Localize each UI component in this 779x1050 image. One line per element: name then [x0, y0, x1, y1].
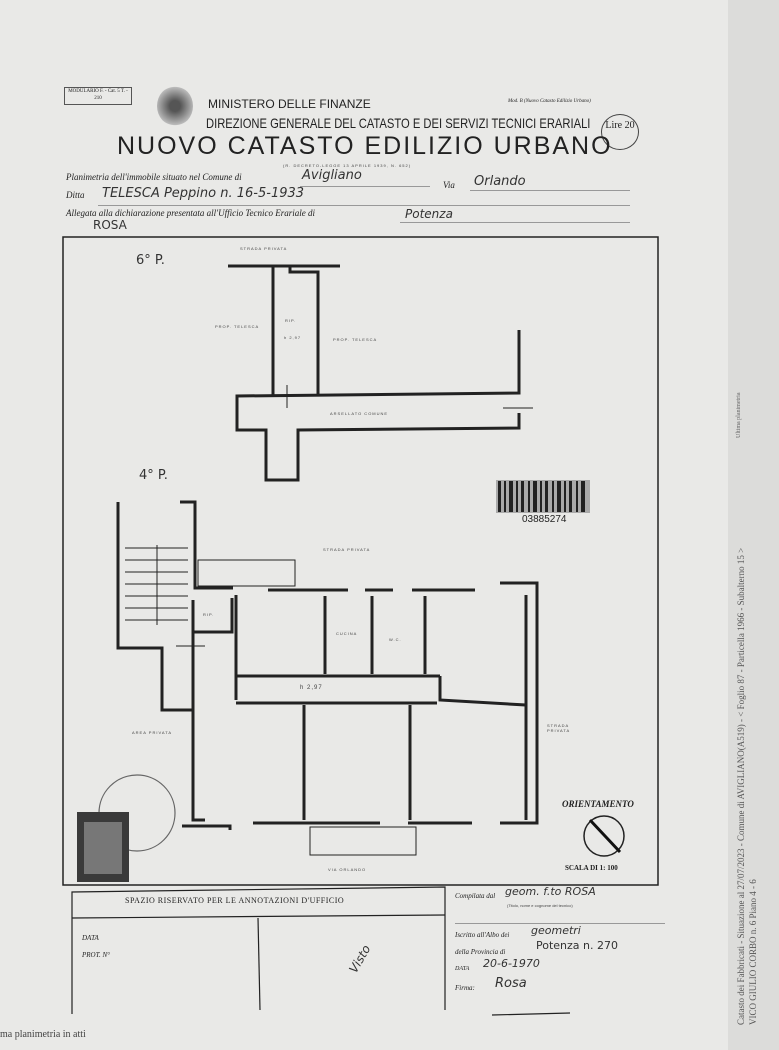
reserved-title: SPAZIO RISERVATO PER LE ANNOTAZIONI D'UF…: [125, 896, 345, 905]
plan-label-lower: STRADA PRIVATA: [323, 547, 371, 552]
plan-label-upper: PROP. TELESCA: [215, 324, 260, 329]
floor-plan-drawing: [62, 236, 659, 1016]
allegata-label: Allegata alla dichiarazione presentata a…: [66, 208, 315, 218]
iscritto-value: geometri: [531, 924, 581, 937]
side-text: Catasto dei Fabbricati - Situazione al 2…: [735, 548, 759, 1025]
plan-label-lower: AREA PRIVATA: [132, 730, 173, 735]
model-note: Mod. B (Nuovo Catasto Edilizio Urbano): [508, 99, 591, 104]
compilata-value: geom. f.to ROSA: [505, 885, 596, 898]
plan-label-lower: W.C.: [389, 637, 402, 642]
plan-label-upper: h 2,97: [284, 335, 302, 340]
provincia-value: Potenza n. 270: [536, 939, 618, 952]
republic-emblem: [157, 86, 193, 126]
plan-label-lower: VIA ORLANDO: [328, 867, 367, 872]
rosa-note: ROSA: [93, 218, 127, 232]
via-value: Orlando: [474, 174, 526, 189]
decree-note: (R. DECRETO-LEGGE 13 APRILE 1939, N. 652…: [283, 163, 412, 168]
compiler-date-label: DATA: [455, 966, 470, 972]
via-label: Via: [443, 180, 455, 190]
ditta-label: Ditta: [66, 190, 85, 200]
side-code: Ultima planimetria: [736, 392, 742, 439]
plan-label-lower: STRADA PRIVATA: [547, 723, 571, 733]
direction-name: DIREZIONE GENERALE DEL CATASTO E DEI SER…: [206, 115, 591, 131]
plan-label-upper: ARSELLATO COMUNE: [330, 411, 389, 416]
plan-label: Planimetria dell'immobile situato nel Co…: [66, 172, 242, 182]
stamp-value: Lire 20: [601, 114, 639, 150]
side-text-line1: Catasto dei Fabbricati - Situazione al 2…: [736, 547, 746, 1025]
floor-label-lower: 4° P.: [139, 468, 168, 483]
barcode-number: 03885274: [522, 514, 567, 525]
footer-note: ma planimetria in atti: [0, 1029, 86, 1040]
data-label: DATA: [82, 934, 99, 942]
orientation-label: ORIENTAMENTO: [562, 799, 634, 809]
plan-frame: [62, 236, 659, 886]
plan-label-upper: RIP.: [285, 318, 297, 323]
firma-label: Firma:: [455, 984, 475, 992]
compilata-hint: (Titolo, nome e cognome del tecnico): [507, 903, 573, 908]
compiler-date-value: 20-6-1970: [483, 957, 540, 970]
plan-label-upper: PROP. TELESCA: [333, 337, 378, 342]
plan-label-upper: STRADA PRIVATA: [240, 246, 288, 251]
page-title: NUOVO CATASTO EDILIZIO URBANO: [117, 132, 613, 160]
iscritto-label: Iscritto all'Albo dei: [455, 931, 510, 939]
provincia-label: della Provincia di: [455, 948, 506, 956]
ufficio-value: Potenza: [405, 207, 453, 221]
plan-label-lower: RIP.: [203, 612, 215, 617]
prot-label: PROT. N°: [82, 951, 110, 959]
ministry-name: MINISTERO DELLE FINANZE: [208, 97, 371, 111]
ditta-value: TELESCA Peppino n. 16-5-1933: [102, 186, 305, 201]
compass-icon: [583, 815, 625, 857]
form-box: MODULARIO F. - Cat. 5 T. - 210: [64, 87, 132, 105]
comune-value: Avigliano: [302, 168, 362, 183]
plan-label-lower: CUCINA: [336, 631, 358, 636]
barcode: [496, 480, 590, 513]
side-text-line2: VICO GIULIO CORBO n. 6 Piano 4 - 6: [748, 879, 758, 1025]
plan-label-lower: h 2,97: [300, 685, 323, 691]
firma-signature: Rosa: [495, 976, 527, 991]
scale-label: SCALA DI 1: 100: [565, 864, 618, 872]
floor-label-upper: 6° P.: [136, 253, 165, 268]
compilata-label: Compilata dal: [455, 892, 496, 900]
